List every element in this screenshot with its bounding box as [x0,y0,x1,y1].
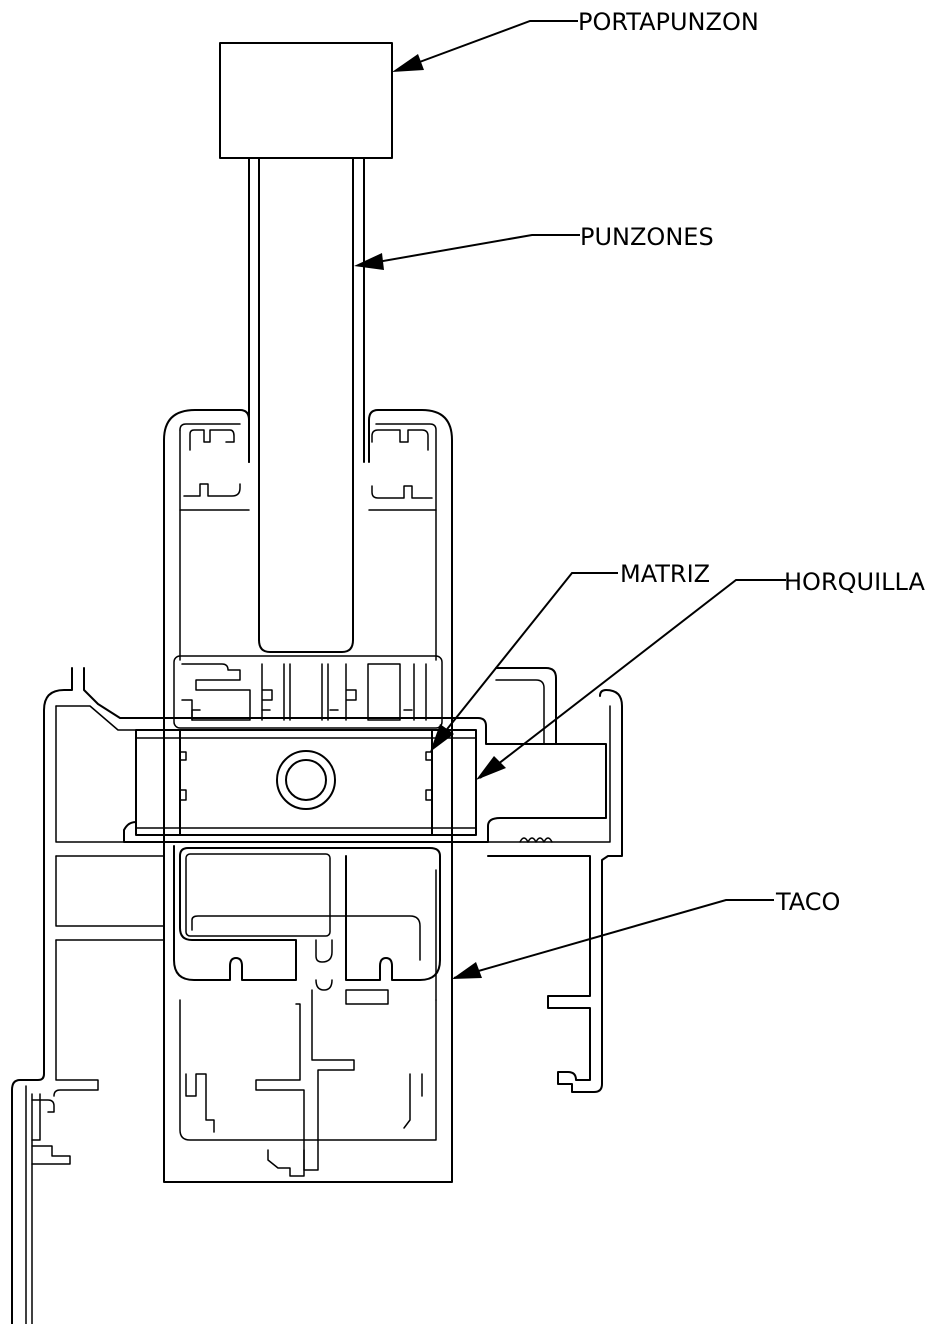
label-punzones: PUNZONES [580,223,714,251]
die [179,729,433,836]
frame-profile [11,667,607,1324]
label-matriz: MATRIZ [620,560,710,588]
label-horquilla: HORQUILLA [784,568,925,596]
right-frame [487,667,623,1093]
upper-profile [163,409,453,1183]
punches [248,157,365,653]
block [173,845,441,1177]
label-portapunzon: PORTAPUNZON [578,8,759,36]
label-taco: TACO [775,888,840,916]
leaders [354,20,786,979]
punch-holder [219,42,393,159]
